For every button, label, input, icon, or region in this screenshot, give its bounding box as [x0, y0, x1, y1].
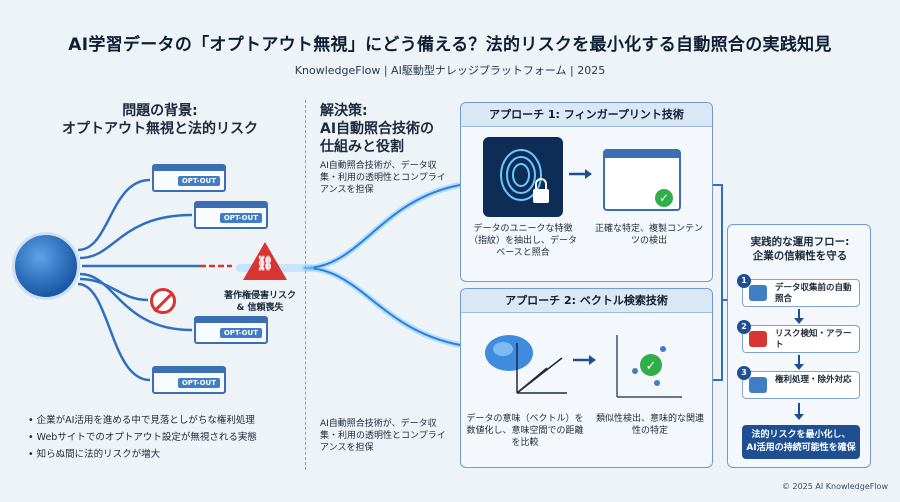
risk-label-line1: 著作権侵害リスク	[223, 291, 296, 301]
webpage-card: OPT-OUT	[194, 316, 268, 344]
flow-step: 3 権利処理・除外対応	[737, 366, 860, 399]
solution-description-bottom: AI自動照合技術が、データ収集・利用の透明性とコンプライアンスを担保	[320, 419, 446, 453]
arrow-right-icon	[573, 355, 596, 365]
bullet-item: Webサイトでのオプトアウト設定が無視される実態	[28, 429, 308, 446]
approach-1-panel: アプローチ 1: フィンガープリント技術 データのユニークな特徴（指紋）を抽出し…	[460, 102, 713, 282]
step-number: 1	[737, 274, 751, 288]
step-number: 3	[737, 366, 751, 380]
operation-flow-title: 実践的な運用フロー: 企業の信頼性を守る	[728, 235, 872, 263]
step-label: 権利処理・除外対応	[775, 375, 852, 385]
document-match-icon: ✓	[603, 149, 681, 211]
step-label: リスク検知・アラート	[775, 329, 852, 350]
broken-link-icon: ⛓	[256, 256, 274, 272]
arrow-to-page-2	[79, 213, 193, 260]
approach-2-panel: アプローチ 2: ベクトル検索技術 データの意味（ベクトル）を数値化し、意味空間…	[460, 288, 713, 468]
handshake-icon	[749, 377, 767, 393]
warning-icon	[243, 242, 287, 280]
background-heading-line2: オプトアウト無視と法的リスク	[62, 121, 258, 137]
approach-2-title: アプローチ 2: ベクトル検索技術	[461, 289, 712, 313]
globe-icon	[12, 232, 80, 300]
operation-flow-title-line1: 実践的な運用フロー:	[750, 236, 850, 248]
background-heading: 問題の背景: オプトアウト無視と法的リスク	[40, 102, 280, 138]
page-title: AI学習データの「オプトアウト無視」にどう備える？法的リスクを最小化する自動照合…	[68, 35, 832, 55]
arrow-to-page-5	[77, 282, 151, 382]
problem-bullets: 企業がAI活用を進める中で見落としがちな権利処理 Webサイトでのオプトアウト設…	[28, 412, 308, 463]
outcome-line2: AI活用の持続可能性を確保	[746, 443, 856, 453]
brain-vector-icon	[485, 335, 567, 394]
approach-1-caption-right: 正確な特定、複製コンテンツの検出	[594, 224, 703, 246]
similarity-graph-icon: ✓	[616, 335, 682, 398]
alert-icon	[749, 331, 767, 347]
check-icon: ✓	[655, 189, 673, 207]
approach-2-caption-left: データの意味（ベクトル）を数値化し、意味空間での距離を比較	[466, 414, 584, 448]
database-icon	[749, 285, 767, 301]
column-divider	[305, 100, 306, 470]
solution-heading-line2: AI自動照合技術の	[320, 121, 435, 137]
step-label: データ収集前の自動照合	[775, 283, 852, 304]
operation-flow-title-line2: 企業の信頼性を守る	[752, 250, 848, 262]
optout-badge: OPT-OUT	[177, 176, 220, 186]
optout-badge: OPT-OUT	[177, 378, 220, 388]
arrow-down-icon	[794, 309, 804, 324]
step-number: 2	[737, 320, 751, 334]
outcome-line1: 法的リスクを最小化し、	[751, 430, 851, 440]
bullet-item: 知らぬ間に法的リスクが増大	[28, 446, 308, 463]
arrow-down-icon	[794, 403, 804, 420]
solution-heading-line3: 仕組みと役割	[320, 139, 404, 155]
outcome-box: 法的リスクを最小化し、 AI活用の持続可能性を確保	[742, 425, 860, 459]
arrow-down-icon	[794, 355, 804, 370]
risk-label-line2: & 信頼喪失	[236, 303, 284, 313]
risk-label: 著作権侵害リスク & 信頼喪失	[210, 290, 310, 314]
flow-step: 1 データ収集前の自動照合	[737, 274, 860, 307]
approach-2-caption-right: 類似性検出、意味的な関連性の特定	[595, 414, 704, 436]
webpage-card: OPT-OUT	[152, 164, 226, 192]
approach-1-title: アプローチ 1: フィンガープリント技術	[461, 103, 712, 127]
flow-step: 2 リスク検知・アラート	[737, 320, 860, 353]
svg-text:✓: ✓	[646, 359, 657, 374]
operation-flow-panel: 実践的な運用フロー: 企業の信頼性を守る 1 データ収集前の自動照合 2 リスク…	[727, 224, 871, 468]
solution-heading: 解決策: AI自動照合技術の 仕組みと役割	[320, 102, 470, 156]
bullet-item: 企業がAI活用を進める中で見落としがちな権利処理	[28, 412, 308, 429]
copyright-footer: © 2025 AI KnowledgeFlow	[781, 482, 888, 491]
approach-1-caption-left: データのユニークな特徴（指紋）を抽出し、データベースと照合	[468, 224, 577, 258]
arrow-right-icon	[569, 169, 592, 179]
arrow-to-noentry	[79, 277, 149, 302]
page-subtitle: KnowledgeFlow | AI駆動型ナレッジプラットフォーム | 2025	[294, 64, 606, 77]
arrow-to-page-1	[77, 178, 151, 252]
optout-badge: OPT-OUT	[219, 328, 262, 338]
no-entry-icon	[150, 288, 176, 314]
webpage-card: OPT-OUT	[194, 201, 268, 229]
solution-description-top: AI自動照合技術が、データ収集・利用の透明性とコンプライアンスを担保	[320, 161, 446, 195]
fingerprint-icon	[483, 137, 563, 217]
background-heading-line1: 問題の背景:	[122, 103, 198, 119]
webpage-card: OPT-OUT	[152, 366, 226, 394]
arrow-to-page-4	[79, 272, 193, 332]
solution-heading-line1: 解決策:	[320, 103, 368, 119]
optout-badge: OPT-OUT	[219, 213, 262, 223]
